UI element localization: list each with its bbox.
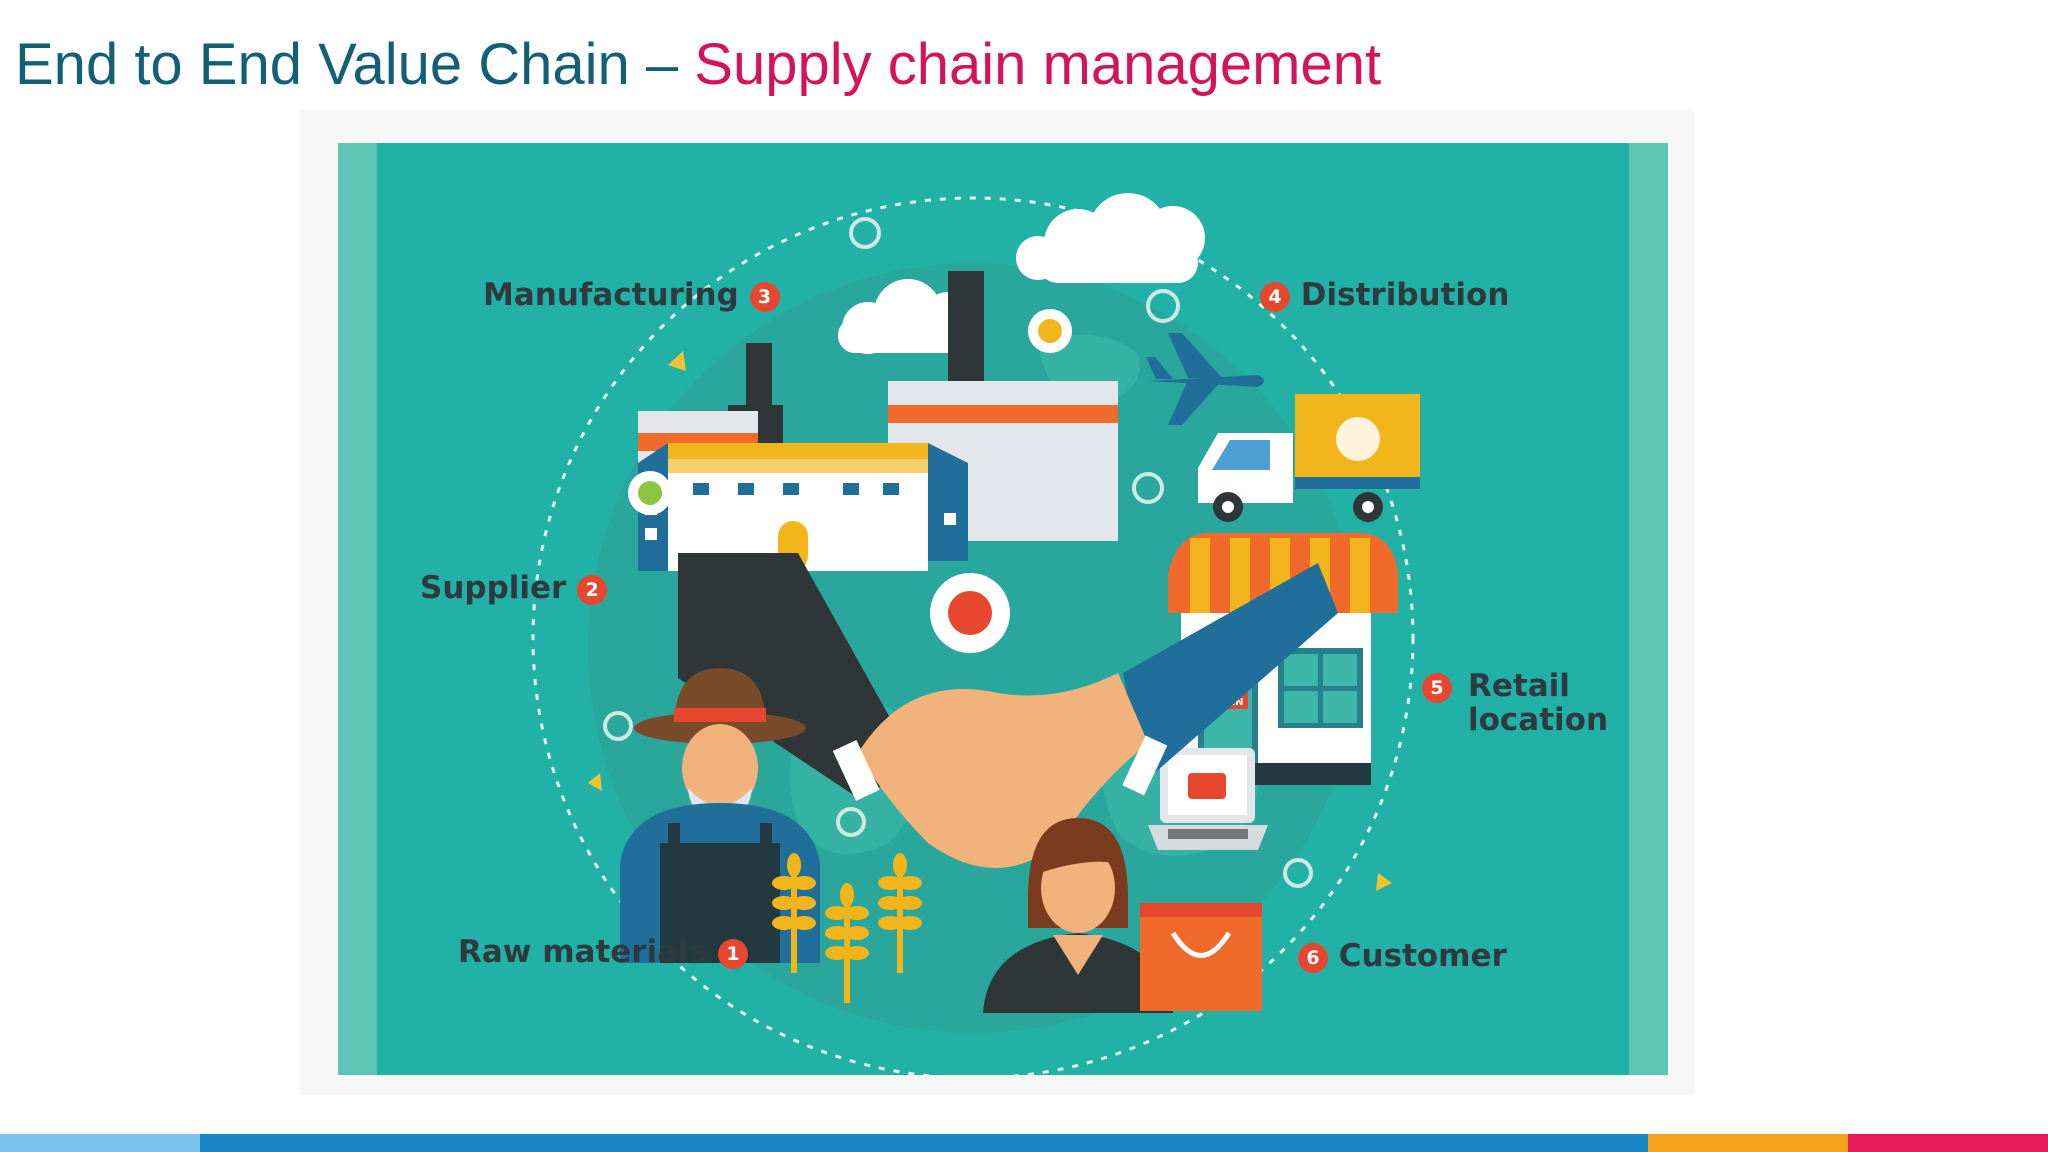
farmer-icon [620, 668, 820, 963]
stage-customer: 6 Customer [1298, 939, 1507, 973]
plus-circle-icon [1283, 858, 1313, 888]
laptop-icon [1148, 748, 1268, 850]
stage-number-badge: 3 [749, 281, 780, 312]
supply-chain-illustration: OPEN [338, 143, 1668, 1075]
stage-number-badge: 6 [1298, 942, 1328, 973]
cloud-icon [1016, 193, 1205, 283]
ring-arrow-icon [1376, 873, 1392, 891]
wheat-icon [772, 853, 922, 1003]
ring-arrow-icon [588, 773, 602, 791]
stage-label: Manufacturing [483, 277, 739, 313]
ring-arrow-icon [668, 351, 686, 371]
gear-icon [930, 573, 1010, 653]
slide-title-accent: Supply chain management [694, 32, 1382, 97]
stage-distribution: 4 Distribution [1260, 278, 1509, 312]
gear-outline-icon [1132, 472, 1164, 504]
illustration-artwork: OPEN [531, 193, 1420, 1075]
gear-icon [1028, 309, 1072, 353]
customer-woman-icon [983, 818, 1173, 1013]
stage-label: Raw materials [458, 934, 708, 970]
gear-icon [628, 471, 672, 515]
stage-number-badge-5-wrap: 5 [1422, 669, 1452, 703]
bottom-bar-segment [1648, 1134, 1848, 1152]
bottom-bar-segment [200, 1134, 1648, 1152]
stage-number-badge: 1 [718, 938, 748, 969]
stage-number-badge: 5 [1422, 672, 1452, 703]
slide-title-main: End to End Value Chain – [15, 32, 695, 97]
bottom-bar-segment [0, 1134, 200, 1152]
delivery-truck-icon [1198, 394, 1420, 522]
cycle-ring [531, 196, 1415, 1075]
stage-label: location [1468, 702, 1609, 739]
stage-manufacturing: Manufacturing 3 [483, 278, 780, 312]
airplane-icon [1146, 333, 1264, 425]
slide-title: End to End Value Chain – Supply chain ma… [15, 30, 1381, 100]
handshake-icon [678, 553, 1338, 868]
stage-number-badge: 4 [1260, 281, 1290, 312]
plus-circle-icon [836, 807, 866, 837]
plus-circle-icon [603, 711, 633, 741]
bottom-color-bar [0, 1134, 2048, 1152]
gear-outline-icon [849, 217, 881, 249]
stage-label: Retail [1468, 668, 1570, 704]
stage-label: Customer [1338, 938, 1507, 974]
stage-supplier: Supplier 2 [420, 570, 608, 606]
plus-circle-icon [1146, 289, 1180, 323]
stage-label: Supplier [420, 570, 567, 606]
stage-label: Distribution [1300, 277, 1510, 313]
stage-raw-materials: Raw materials 1 [458, 935, 748, 969]
stage-number-badge: 2 [577, 574, 608, 605]
shopping-bag-icon [1140, 903, 1262, 1011]
bottom-bar-segment [1848, 1134, 2048, 1152]
